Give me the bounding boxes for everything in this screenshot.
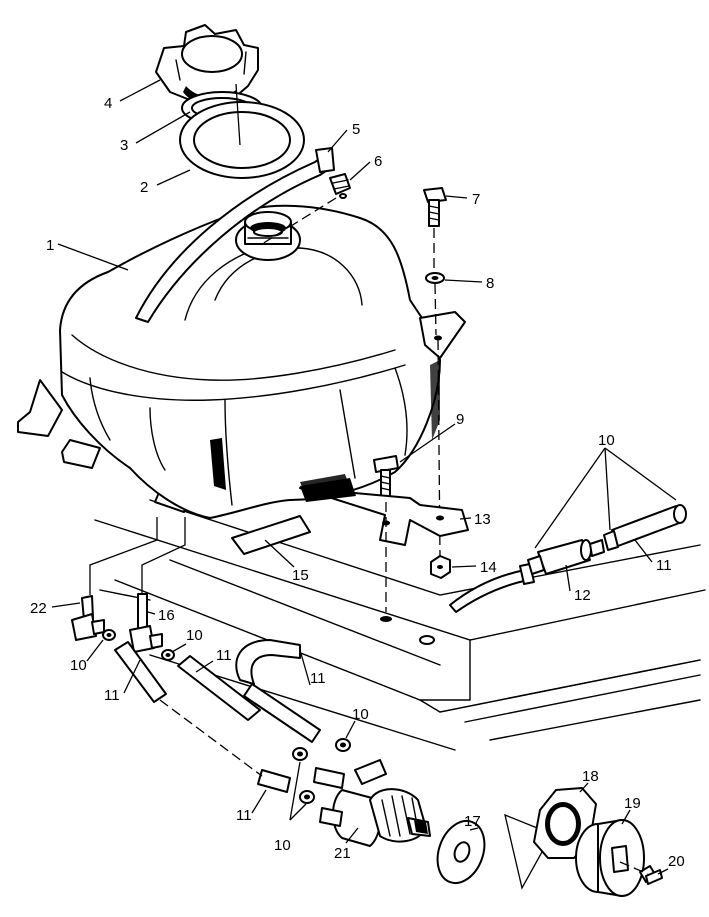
fuel-line-right (449, 563, 535, 613)
callout-9: 9 (456, 411, 464, 428)
fuel-line-upper (603, 504, 687, 551)
callout-13: 13 (474, 511, 491, 528)
fuel-filter (527, 539, 605, 575)
callout-11-upper: 11 (656, 557, 672, 574)
callout-3: 3 (120, 137, 128, 154)
cap-center-line (235, 83, 241, 146)
bracket-bolt (373, 455, 399, 501)
callout-1: 1 (46, 237, 54, 254)
callout-22: 22 (30, 600, 47, 617)
callout-18: 18 (582, 768, 599, 785)
callout-10-filter: 10 (598, 432, 615, 449)
callout-20: 20 (668, 853, 685, 870)
cap-gasket (179, 101, 305, 179)
callout-11-mid: 11 (216, 647, 232, 664)
callout-15: 15 (292, 567, 309, 584)
callout-17: 17 (464, 813, 481, 830)
vent-check-valve (329, 173, 351, 199)
fuel-valve (313, 759, 431, 847)
callout-7: 7 (472, 191, 480, 208)
callout-11-left: 11 (104, 687, 120, 704)
callout-14: 14 (480, 559, 497, 576)
tank-washer (425, 272, 445, 284)
callout-10-valve: 10 (352, 706, 369, 723)
fitting-22-link (89, 517, 158, 595)
tank-bolt (423, 187, 447, 227)
elbow-fitting-left (71, 595, 105, 641)
fitting-16-link (141, 517, 186, 594)
fuel-tank (17, 204, 466, 519)
vent-hose (135, 147, 335, 323)
frame-rails (94, 499, 706, 751)
mount-bracket (299, 478, 469, 546)
screw-dashed-line (619, 861, 649, 875)
callout-10-left: 10 (70, 657, 87, 674)
callout-labels: 1 2 3 4 5 6 7 8 9 10 11 12 13 14 15 22 1… (30, 95, 685, 870)
callout-4: 4 (104, 95, 112, 112)
hose-dashed-line (159, 699, 263, 777)
callout-11-lower: 11 (236, 807, 252, 824)
callout-21: 21 (334, 845, 351, 862)
washer-nut-bracket-lines (504, 813, 553, 890)
fuel-hoses-left (114, 639, 321, 793)
hose-clamps-left (102, 629, 175, 661)
leader-lines (51, 79, 677, 875)
mount-nut (430, 555, 451, 579)
callout-8: 8 (486, 275, 494, 292)
callout-10-lower: 10 (274, 837, 291, 854)
fuel-valve-clamps (292, 738, 351, 804)
elbow-fitting-right (129, 593, 163, 653)
callout-10-mid: 10 (186, 627, 203, 644)
callout-16: 16 (158, 607, 175, 624)
callout-2: 2 (140, 179, 148, 196)
callout-11-right: 11 (310, 670, 326, 687)
callout-5: 5 (352, 121, 360, 138)
callout-12: 12 (574, 587, 591, 604)
valve-knob (575, 819, 645, 897)
rubber-pad (231, 515, 311, 555)
callout-6: 6 (374, 153, 382, 170)
valve-washer (436, 820, 486, 884)
callout-19: 19 (624, 795, 641, 812)
